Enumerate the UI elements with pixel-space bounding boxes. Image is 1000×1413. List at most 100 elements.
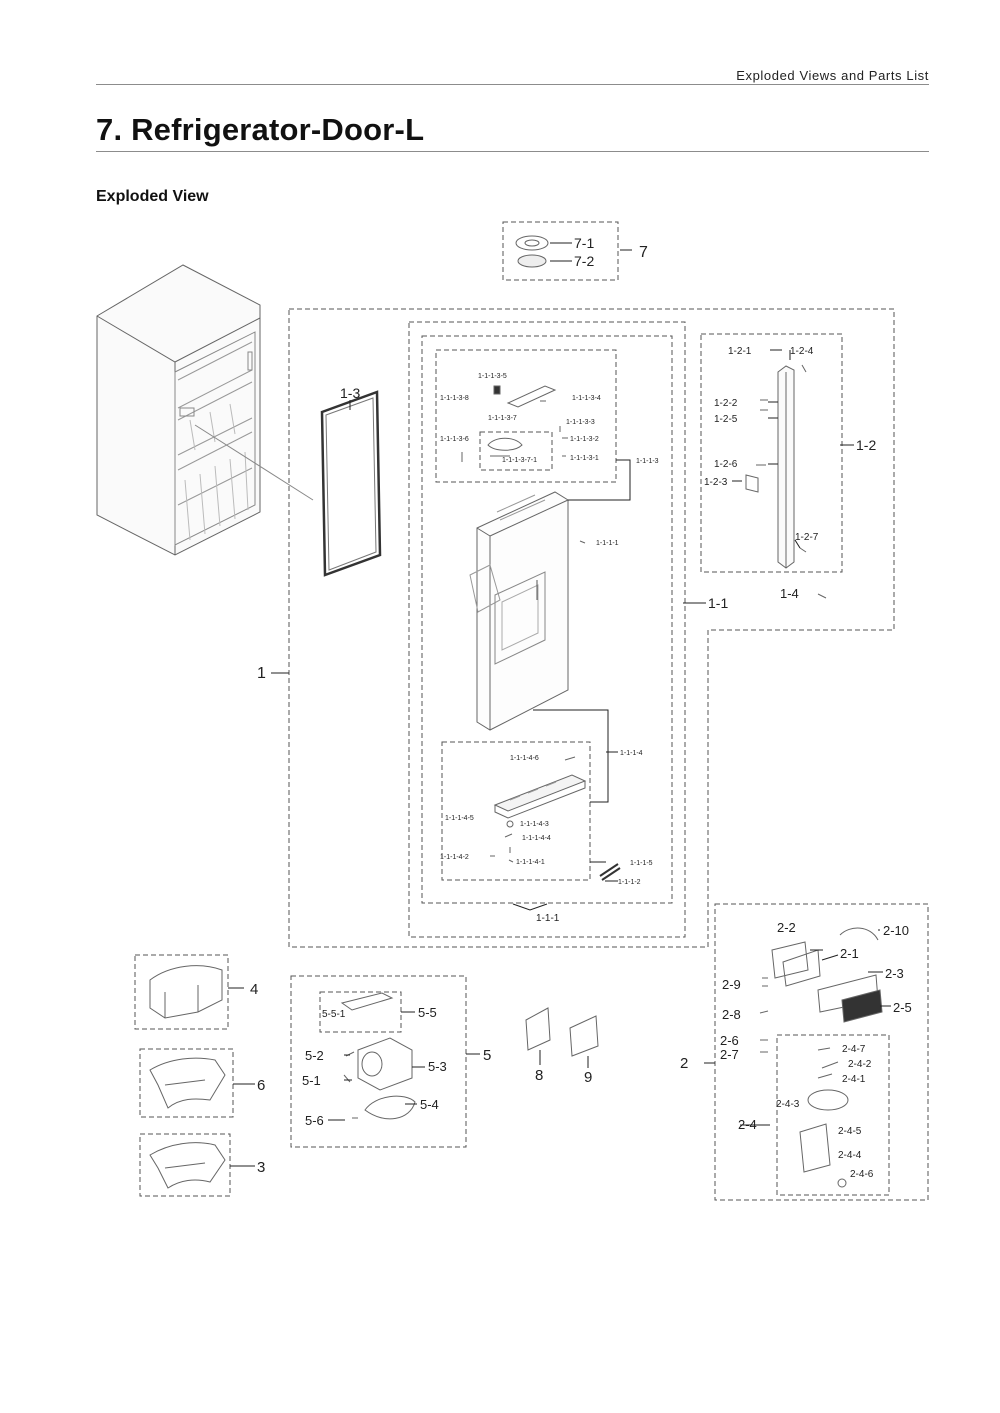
- page-title: 7. Refrigerator-Door-L: [96, 112, 425, 147]
- part-drawings: [96, 235, 883, 1189]
- label-3: 3: [257, 1159, 265, 1176]
- label-1-1-1-3-7-1: 1-1-1-3-7-1: [502, 457, 537, 464]
- label-7-2: 7-2: [574, 253, 594, 269]
- label-7: 7: [639, 244, 648, 261]
- lower-cover-1-1-1-4: [490, 756, 587, 863]
- label-1-1-1-4-5: 1-1-1-4-5: [445, 815, 474, 822]
- label-1-2-3: 1-2-3: [704, 477, 728, 488]
- label-2-4-3: 2-4-3: [776, 1099, 800, 1110]
- sheet-9: [569, 1015, 599, 1057]
- label-1-1-1-2: 1-1-1-2: [618, 879, 641, 886]
- label-6: 6: [257, 1077, 265, 1094]
- label-1-2-2: 1-2-2: [714, 398, 738, 409]
- running-header: Exploded Views and Parts List: [736, 68, 929, 83]
- box-group-5: [290, 975, 467, 1148]
- label-2-6: 2-6: [720, 1033, 739, 1048]
- box-group-2-4: [776, 1034, 890, 1196]
- label-1-1: 1-1: [708, 595, 728, 611]
- label-2-4-5: 2-4-5: [838, 1126, 862, 1137]
- label-1-2-5: 1-2-5: [714, 414, 738, 425]
- label-2-4-4: 2-4-4: [838, 1150, 862, 1161]
- door-1-1-1: [469, 491, 569, 731]
- box-group-1: [288, 308, 895, 948]
- box-group-3: [139, 1133, 231, 1197]
- door-gasket-1-3: [320, 390, 382, 577]
- label-5: 5: [483, 1047, 491, 1064]
- label-2-9: 2-9: [722, 977, 741, 992]
- dispenser-parts-2: [759, 927, 883, 1188]
- label-2-3: 2-3: [885, 966, 904, 981]
- label-1-2-4: 1-2-4: [790, 346, 814, 357]
- label-1-1-1-3-3: 1-1-1-3-3: [566, 419, 595, 426]
- group-boxes: [134, 221, 929, 1201]
- label-1-1-1: 1-1-1: [536, 913, 560, 924]
- ice-parts-5: [340, 992, 416, 1120]
- label-5-2: 5-2: [305, 1048, 324, 1063]
- label-1-1-1-3-4: 1-1-1-3-4: [572, 395, 601, 402]
- box-group-1-1-1-4: [441, 741, 591, 881]
- label-2: 2: [680, 1055, 688, 1072]
- label-2-4: 2-4: [738, 1117, 757, 1132]
- box-group-1-1-1: [421, 335, 673, 904]
- label-2-4-7: 2-4-7: [842, 1044, 866, 1055]
- plate-8: [525, 1007, 551, 1051]
- label-2-1: 2-1: [840, 946, 859, 961]
- box-group-2: [714, 903, 929, 1201]
- label-1: 1: [257, 665, 266, 682]
- label-1-2-6: 1-2-6: [714, 459, 738, 470]
- label-5-5: 5-5: [418, 1005, 437, 1020]
- label-1-1-1-1: 1-1-1-1: [596, 540, 619, 547]
- label-1-1-1-3-8: 1-1-1-3-8: [440, 395, 469, 402]
- bin-4: [149, 965, 223, 1019]
- section-subtitle: Exploded View: [96, 188, 209, 205]
- handle-1-2: [745, 364, 807, 569]
- box-group-6: [139, 1048, 234, 1118]
- strip-parts-1-1-1-5: [579, 540, 621, 881]
- label-1-1-1-4-1: 1-1-1-4-1: [516, 859, 545, 866]
- label-1-2-7: 1-2-7: [795, 532, 819, 543]
- label-1-1-1-5: 1-1-1-5: [630, 860, 653, 867]
- label-5-5-1: 5-5-1: [322, 1009, 346, 1020]
- refrigerator-cabinet: [96, 264, 314, 556]
- label-1-1-1-3: 1-1-1-3: [636, 458, 659, 465]
- label-2-10: 2-10: [883, 923, 909, 938]
- label-1-1-1-3-1: 1-1-1-3-1: [570, 455, 599, 462]
- label-1-1-1-3-6: 1-1-1-3-6: [440, 436, 469, 443]
- label-7-1: 7-1: [574, 235, 594, 251]
- label-1-1-1-4-3: 1-1-1-4-3: [520, 821, 549, 828]
- bin-6: [149, 1057, 226, 1109]
- title-rule: [96, 151, 929, 152]
- hinge-parts-1-1-1-3: [461, 385, 568, 462]
- label-1-3: 1-3: [340, 385, 360, 401]
- label-5-1: 5-1: [302, 1073, 321, 1088]
- label-2-4-6: 2-4-6: [850, 1169, 874, 1180]
- ring-parts-7: [515, 235, 549, 268]
- label-4: 4: [250, 981, 258, 998]
- label-2-7: 2-7: [720, 1047, 739, 1062]
- label-1-1-1-4-6: 1-1-1-4-6: [510, 755, 539, 762]
- label-2-2: 2-2: [777, 920, 796, 935]
- label-2-8: 2-8: [722, 1007, 741, 1022]
- label-1-1-1-4: 1-1-1-4: [620, 750, 643, 757]
- header-rule: [96, 84, 929, 85]
- label-2-4-1: 2-4-1: [842, 1074, 866, 1085]
- label-2-4-2: 2-4-2: [848, 1059, 872, 1070]
- box-group-1-2: [700, 333, 843, 573]
- label-9: 9: [584, 1069, 592, 1086]
- label-1-2: 1-2: [856, 437, 876, 453]
- label-5-3: 5-3: [428, 1059, 447, 1074]
- label-8: 8: [535, 1067, 543, 1084]
- label-1-1-1-4-4: 1-1-1-4-4: [522, 835, 551, 842]
- label-5-4: 5-4: [420, 1097, 439, 1112]
- label-2-5: 2-5: [893, 1000, 912, 1015]
- label-1-2-1: 1-2-1: [728, 346, 752, 357]
- box-group-1-1: [408, 321, 686, 938]
- label-1-4: 1-4: [780, 586, 799, 601]
- box-group-7: [502, 221, 619, 281]
- callout-labels: 7-1 7-2 7 1 1-1 1-1-1 1-3 1-4 1-2 1-2-1 …: [250, 235, 912, 1180]
- label-1-1-1-3-7: 1-1-1-3-7: [488, 415, 517, 422]
- bin-3: [149, 1142, 226, 1189]
- label-1-1-1-3-5: 1-1-1-3-5: [478, 373, 507, 380]
- box-group-1-1-1-3: [435, 349, 617, 483]
